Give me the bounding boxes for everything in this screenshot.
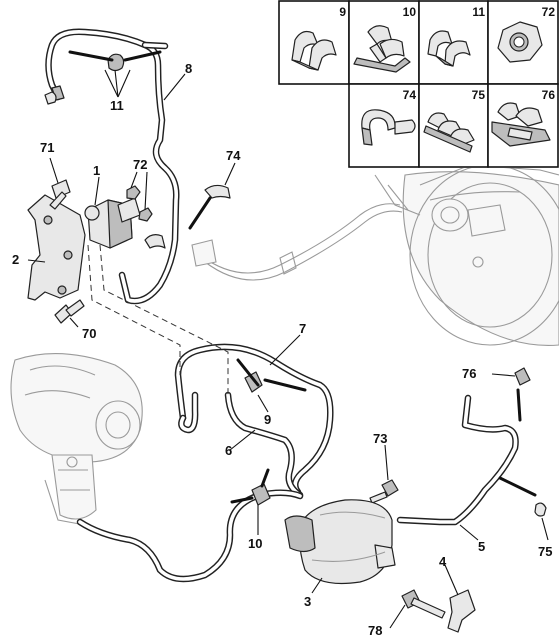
hex-nut-icon [497, 21, 543, 63]
nut-72b [138, 207, 153, 222]
stepped-pipe-clip-icon [491, 102, 551, 147]
parts-inset-legend: 9 10 11 72 74 75 76 [278, 0, 559, 168]
bolt-78 [401, 589, 446, 619]
svg-text:9: 9 [339, 5, 346, 19]
pipe-5 [396, 394, 519, 526]
hose-connector-ghost [191, 239, 217, 267]
callout-71: 71 [40, 140, 54, 155]
vacuum-hose-ghost [199, 203, 401, 274]
callout-70: 70 [82, 326, 96, 341]
bracket-2 [27, 194, 86, 301]
svg-text:76: 76 [542, 88, 556, 102]
solenoid-valve-1 [84, 197, 141, 249]
callouts: 1 2 3 4 5 6 7 8 9 10 11 70 71 72 73 74 7… [12, 61, 552, 638]
nut-72a [126, 185, 141, 200]
dashed-guide [99, 244, 229, 395]
bracket-hole [43, 215, 53, 225]
clip-9-item [244, 371, 263, 393]
svg-text:74: 74 [403, 88, 417, 102]
callout-74: 74 [226, 148, 241, 163]
turbocharger-ghost [10, 353, 143, 526]
triple-pipe-clip-icon [423, 112, 475, 153]
brake-booster-ghost [374, 164, 559, 347]
callout-6: 6 [225, 443, 232, 458]
double-pipe-clip-icon [291, 30, 337, 71]
clip-76-item [514, 367, 531, 386]
callout-72: 72 [133, 157, 147, 172]
vacuum-actuator-3 [284, 499, 396, 585]
clip-11a [107, 53, 125, 72]
callout-11: 11 [110, 98, 124, 113]
svg-text:75: 75 [472, 88, 486, 102]
callout-8: 8 [185, 61, 192, 76]
clip-74-item [204, 184, 231, 199]
half-ring-clip-icon [361, 109, 416, 146]
svg-text:10: 10 [403, 5, 417, 19]
callout-1: 1 [93, 163, 100, 178]
bolt-71 [49, 179, 71, 210]
callout-4: 4 [439, 554, 447, 569]
hose-clip-ghost [279, 251, 297, 275]
clip-10-item [251, 483, 271, 506]
clip-11c [44, 91, 57, 105]
svg-text:72: 72 [542, 5, 556, 19]
callout-2: 2 [12, 252, 19, 267]
clip-74-bottom [144, 234, 166, 249]
bracket-4 [447, 589, 476, 633]
bolt-73 [369, 479, 399, 504]
bracket-hole [63, 250, 73, 260]
callout-76: 76 [462, 366, 476, 381]
callout-3: 3 [304, 594, 311, 609]
bolt-70 [54, 299, 85, 324]
pipe-clip-icon [427, 30, 471, 67]
callout-73: 73 [373, 431, 387, 446]
callout-78: 78 [368, 623, 382, 638]
callout-5: 5 [478, 539, 485, 554]
leader-lines [27, 50, 549, 629]
callout-9: 9 [264, 412, 271, 427]
callout-75: 75 [538, 544, 552, 559]
bracket-pipe-clip-icon [353, 25, 411, 73]
dashed-guide [87, 244, 181, 375]
callout-7: 7 [299, 321, 306, 336]
vacuum-hose-ghost-inner [204, 210, 403, 281]
connector-75 [534, 502, 547, 517]
callout-10: 10 [248, 536, 262, 551]
bracket-hole [57, 285, 67, 295]
svg-text:11: 11 [472, 5, 485, 19]
